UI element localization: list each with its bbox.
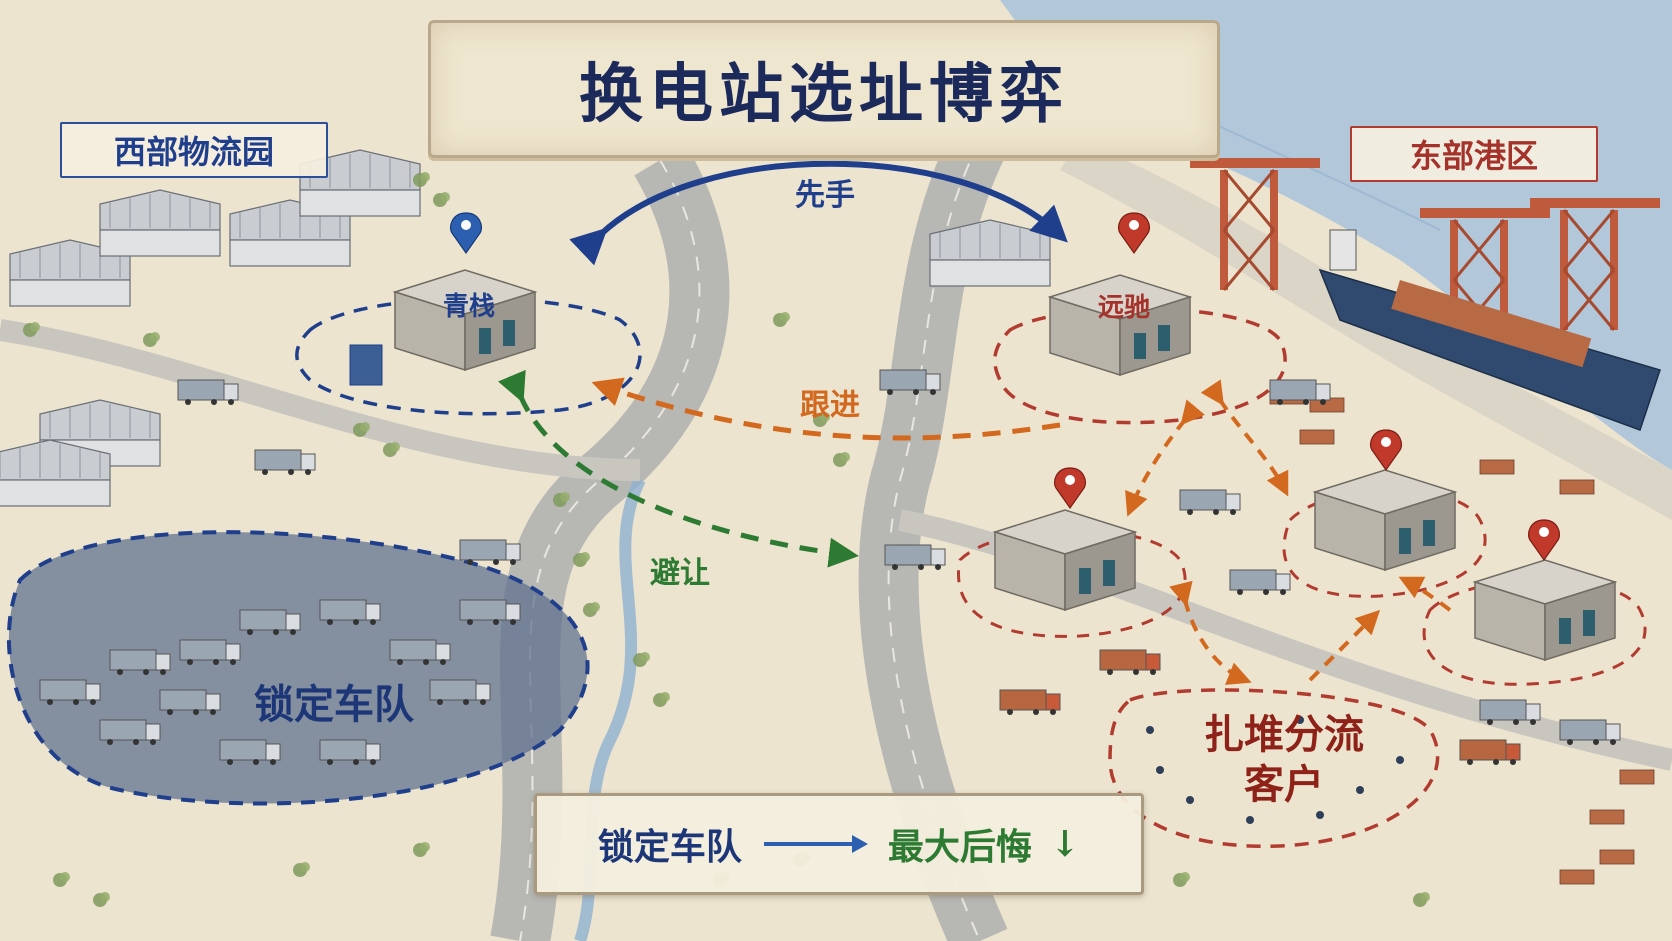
client-people bbox=[1146, 716, 1404, 824]
first-move-arrow bbox=[569, 160, 1068, 266]
west-map-pin-icon bbox=[449, 212, 483, 255]
west-station-label: 青栈 bbox=[443, 292, 496, 322]
yield-arrow bbox=[498, 369, 859, 568]
yield-label: 避让 bbox=[650, 556, 710, 591]
east-station-label: 远驰 bbox=[1098, 293, 1151, 323]
legend-box: 锁定车队 最大后悔 ↓ bbox=[534, 793, 1144, 895]
clients-zone bbox=[1108, 688, 1440, 848]
east-station-4 bbox=[1474, 559, 1616, 661]
east-station-2 bbox=[994, 509, 1136, 611]
down-arrow-icon: ↓ bbox=[1049, 823, 1081, 865]
first-move-label: 先手 bbox=[795, 178, 855, 213]
region-label-west: 西部物流园 bbox=[60, 122, 328, 178]
follow-label: 跟进 bbox=[800, 388, 860, 423]
locked-fleet-zone-label: 锁定车队 bbox=[254, 681, 414, 728]
clients-label-line2: 客户 bbox=[1244, 761, 1324, 808]
region-label-east: 东部港区 bbox=[1350, 126, 1598, 182]
legend-right-text: 最大后悔 bbox=[887, 826, 1032, 868]
right-arrow-icon bbox=[763, 835, 868, 853]
legend-left-text: 锁定车队 bbox=[597, 826, 742, 868]
clients-label-line1: 扎堆分流 bbox=[1204, 711, 1364, 758]
clustered-clients-label: 扎堆分流 客户 bbox=[1192, 702, 1376, 818]
east-station-3 bbox=[1314, 469, 1456, 571]
page-title: 换电站选址博弈 bbox=[428, 20, 1220, 158]
cargo-ship-icon bbox=[1318, 229, 1661, 431]
